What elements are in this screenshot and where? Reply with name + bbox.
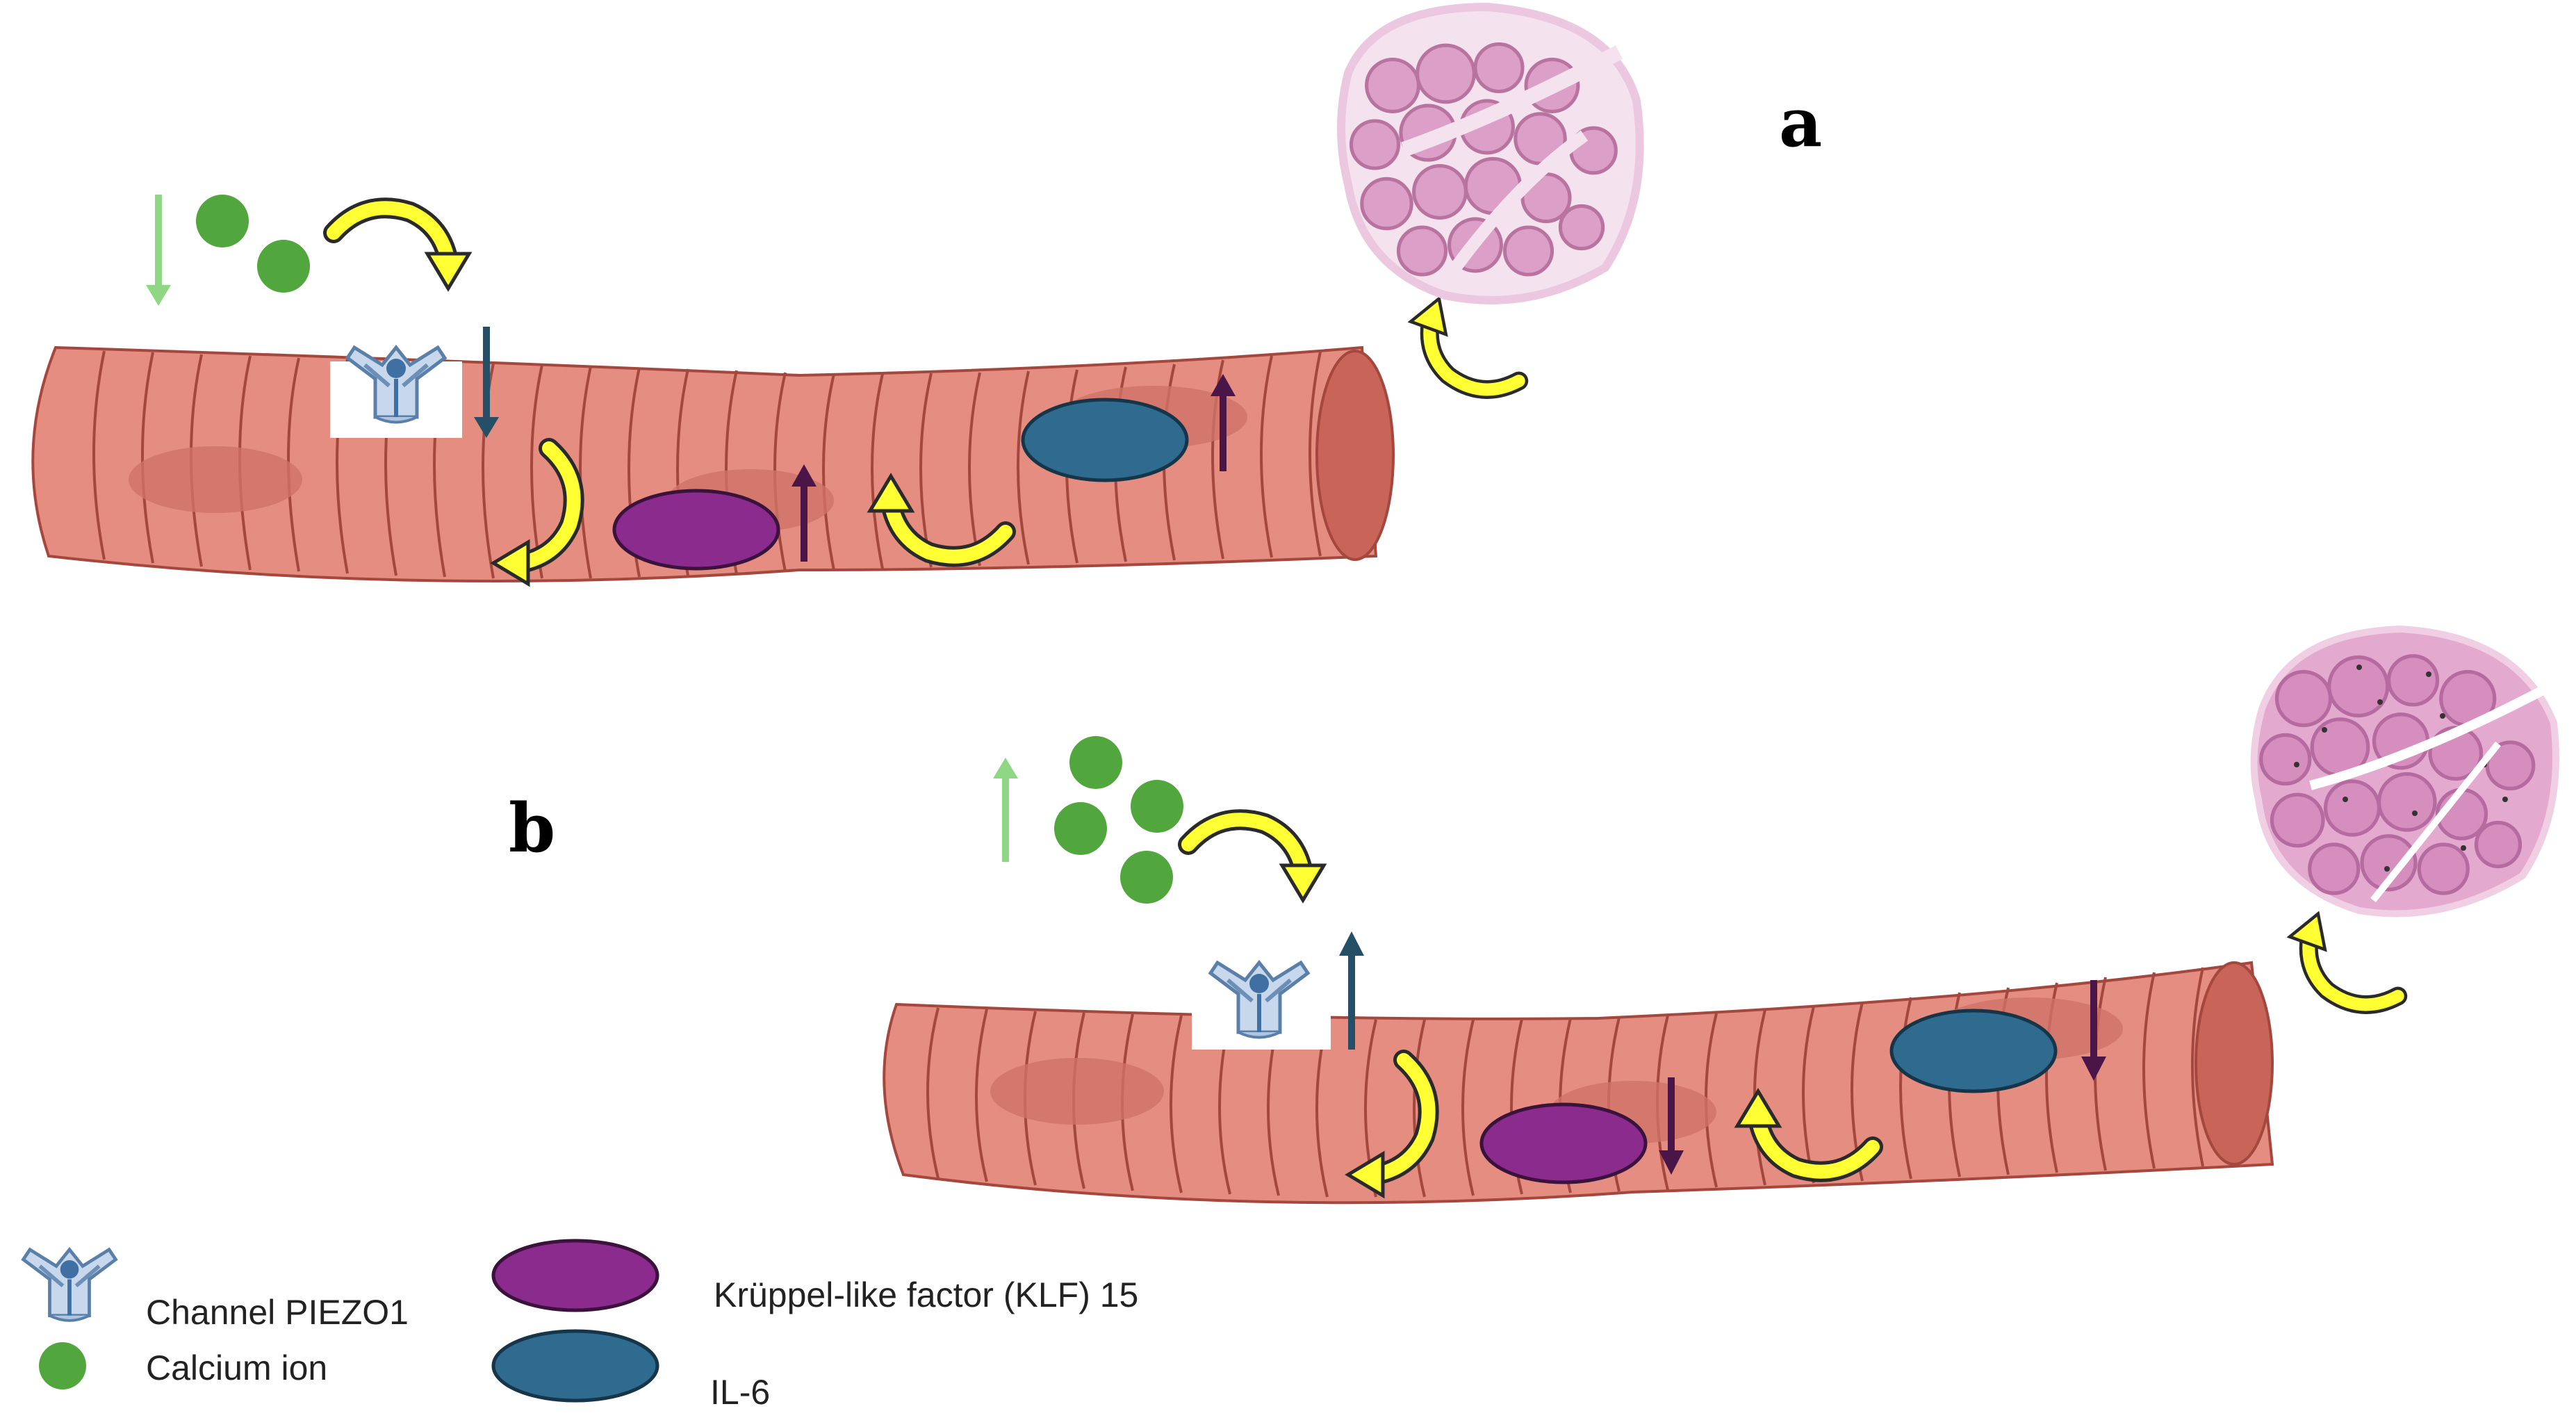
yellow-curved-arrow-icon xyxy=(1188,819,1324,900)
il6-icon xyxy=(1889,1009,2058,1093)
muscle-cross-section-icon xyxy=(2250,625,2559,918)
legend: Channel PIEZO1 Calcium ion Krüppel-like … xyxy=(23,1239,1138,1412)
muscle-cross-section-icon xyxy=(1337,2,1644,304)
calcium-decrease-arrow xyxy=(146,195,171,306)
panel-b-label: b xyxy=(509,789,555,867)
panel-a: a xyxy=(31,2,1822,584)
il6-icon xyxy=(1021,398,1189,482)
klf15-up-arrow xyxy=(791,464,817,562)
piezo1-activity-up-arrow xyxy=(1339,931,1364,1050)
calcium-ion-icon xyxy=(257,240,310,293)
legend-piezo1-label: Channel PIEZO1 xyxy=(146,1293,409,1332)
klf15-down-arrow xyxy=(1659,1077,1684,1175)
calcium-ion-icon xyxy=(1120,851,1173,904)
il6-up-arrow xyxy=(1211,374,1236,471)
legend-calcium-label: Calcium ion xyxy=(146,1348,327,1387)
klf15-icon xyxy=(1479,1102,1648,1184)
panel-a-label: a xyxy=(1779,83,1822,162)
piezo1-channel-icon xyxy=(23,1250,115,1321)
calcium-ion-icon xyxy=(1069,736,1122,789)
legend-klf15-label: Krüppel-like factor (KLF) 15 xyxy=(714,1275,1138,1314)
calcium-ion-icon xyxy=(1054,802,1107,855)
calcium-ion-icon xyxy=(196,195,249,247)
klf15-legend-icon xyxy=(491,1239,659,1312)
calcium-increase-arrow xyxy=(993,758,1018,862)
yellow-curved-arrow-icon xyxy=(1397,292,1536,402)
yellow-curved-arrow-icon xyxy=(2276,907,2415,1017)
piezo1-activity-down-arrow xyxy=(474,327,499,438)
klf15-icon xyxy=(612,489,780,571)
calcium-ion-icon xyxy=(1131,780,1183,833)
il6-legend-icon xyxy=(491,1329,659,1403)
il6-down-arrow xyxy=(2081,980,2106,1081)
legend-il6-label: IL-6 xyxy=(710,1373,770,1412)
panel-b: b xyxy=(509,625,2559,1202)
yellow-curved-arrow-icon xyxy=(334,208,469,288)
calcium-ion-icon xyxy=(39,1342,86,1389)
